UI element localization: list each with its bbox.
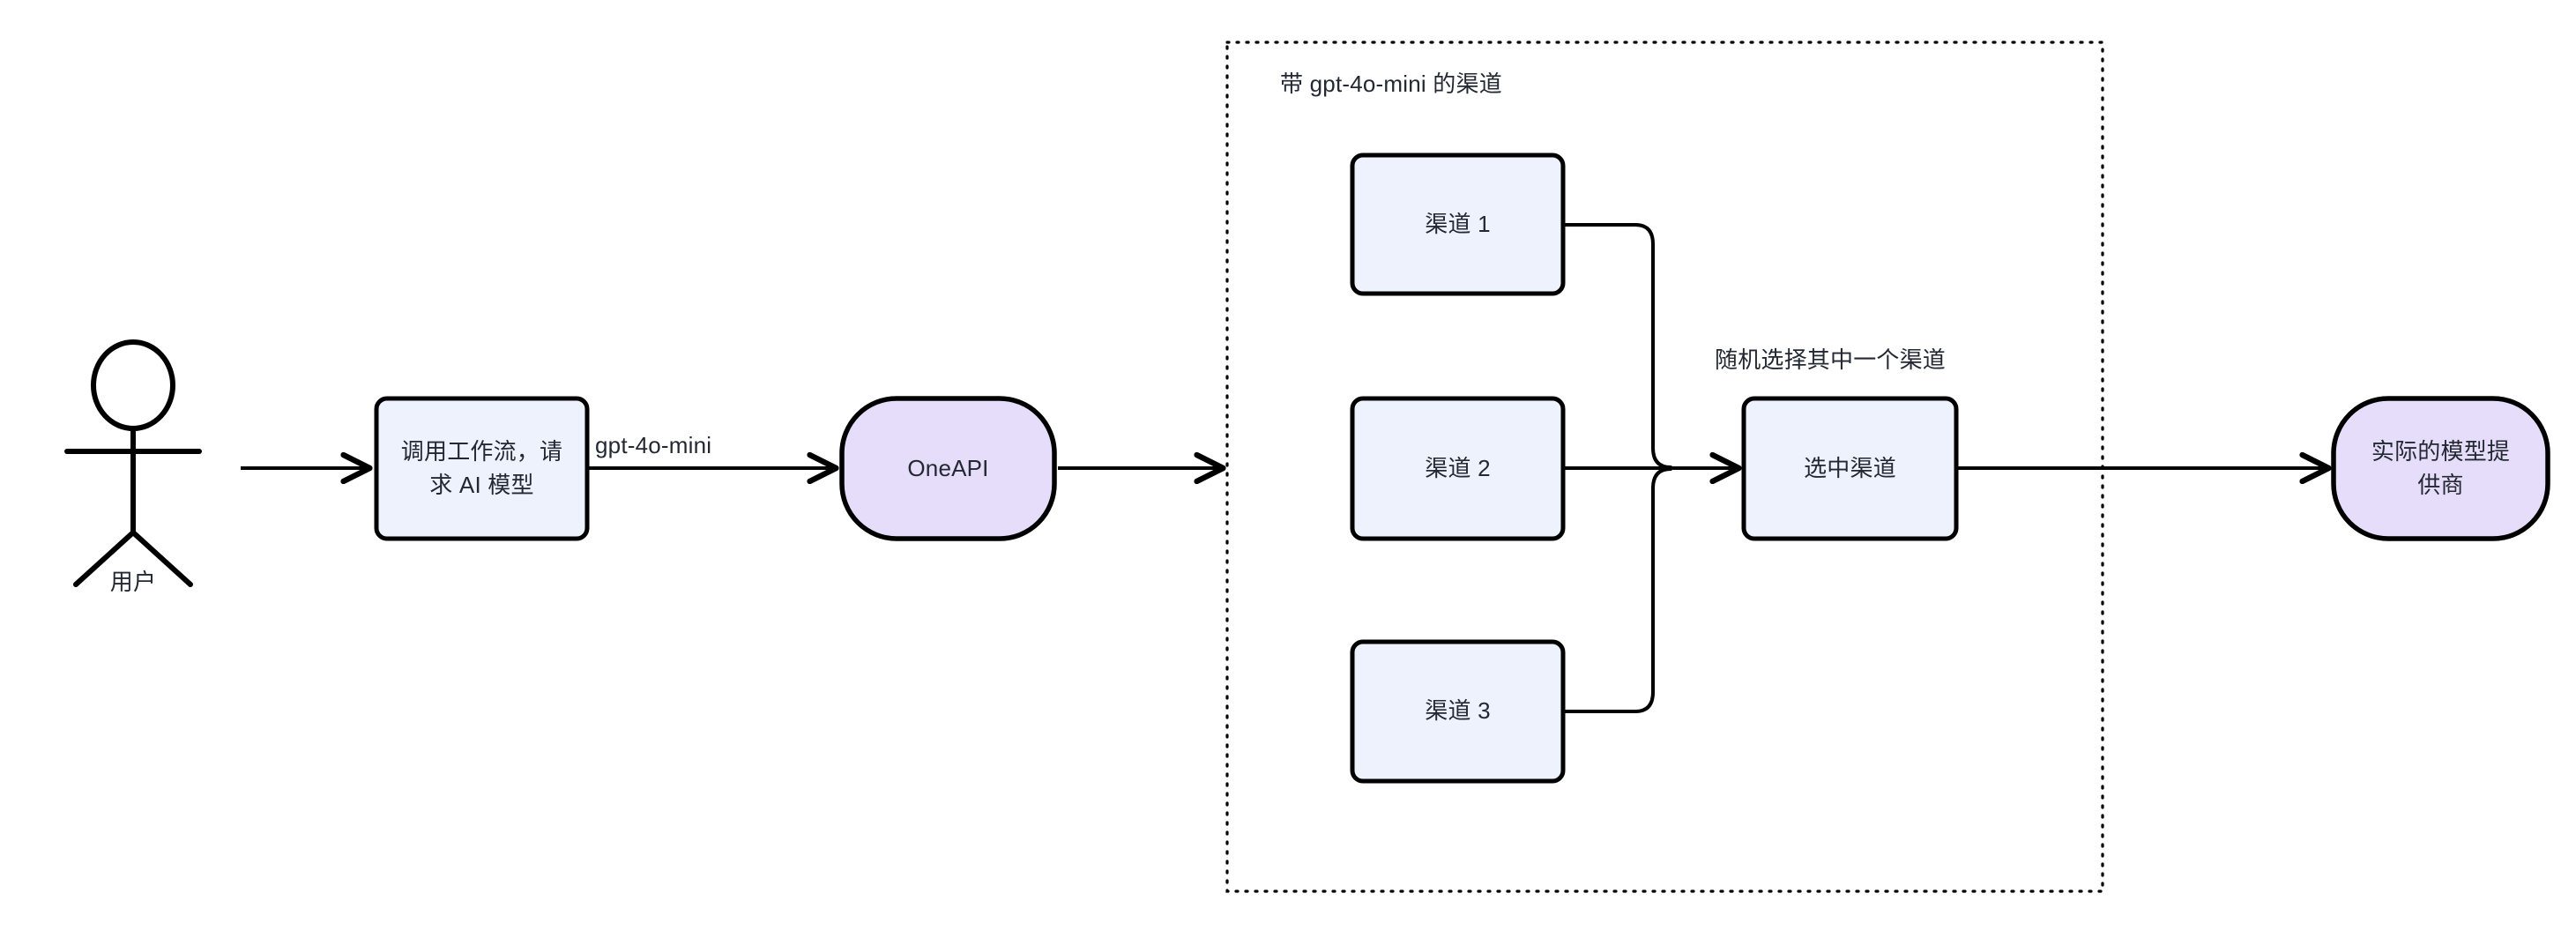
edge-label-random-pick: 随机选择其中一个渠道 bbox=[1715, 346, 1947, 373]
node-channel2-shape bbox=[1350, 396, 1566, 541]
stick-figure-actor bbox=[64, 339, 202, 587]
node-request-shape bbox=[374, 396, 590, 541]
edge-channel1-to-selected bbox=[1563, 223, 1672, 469]
node-oneapi-shape bbox=[839, 396, 1057, 541]
node-selected-shape bbox=[1741, 396, 1959, 541]
edge-label-model-name: gpt-4o-mini bbox=[595, 432, 712, 458]
edge-channel3-to-selected bbox=[1563, 467, 1672, 713]
group-title: 带 gpt-4o-mini 的渠道 bbox=[1280, 71, 1502, 97]
actor-label: 用户 bbox=[109, 569, 157, 595]
node-channel3-shape bbox=[1350, 639, 1566, 784]
node-channel1-shape bbox=[1350, 153, 1566, 296]
node-provider-shape bbox=[2331, 396, 2550, 541]
